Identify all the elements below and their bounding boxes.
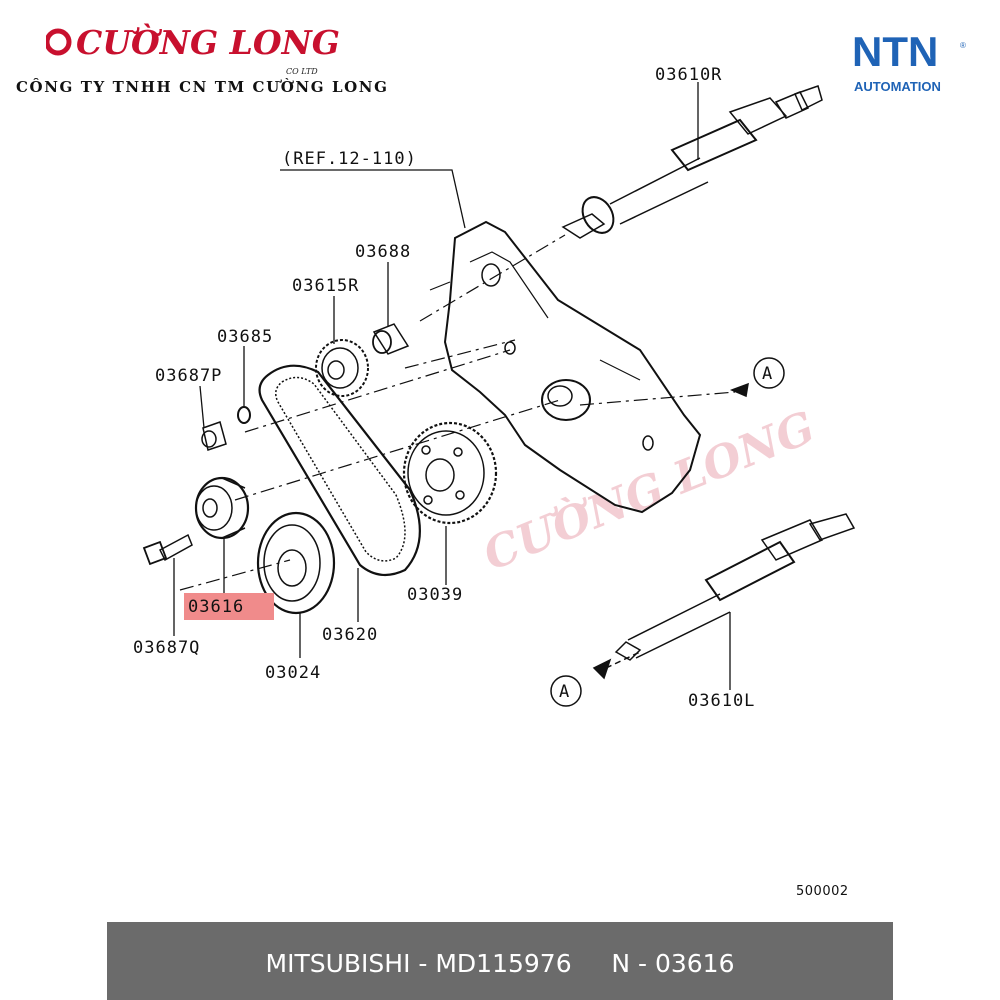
registered-mark: ® [960, 41, 966, 50]
highlight-box [184, 593, 274, 620]
label-03615R: 03615R [292, 276, 359, 296]
label-03687P: 03687P [155, 366, 222, 386]
part-labels: 03610R (REF.12-110) 03688 03615R 03685 0… [133, 65, 773, 711]
pulley-plate-03024 [256, 511, 336, 615]
bolt-03687P [201, 421, 227, 451]
view-marker-a-lower: A [559, 682, 570, 702]
label-03620: 03620 [322, 625, 378, 645]
logo-text: CƯỜNG LONG [76, 22, 340, 62]
tensioner-pulley-03616 [194, 476, 250, 540]
label-03610L: 03610L [688, 691, 755, 711]
label-03024: 03024 [265, 663, 321, 683]
logo-subtext: CO LTD [286, 67, 318, 76]
timing-belt-03620 [258, 364, 421, 577]
view-markers [550, 357, 785, 707]
balancer-shaft-right [561, 85, 823, 239]
footer-text: MITSUBISHI - MD115976 N - 03616 [265, 949, 735, 978]
cuong-long-logo: CƯỜNG LONG CO LTD [46, 22, 340, 76]
svg-text:CƯỜNG LONG: CƯỜNG LONG [476, 400, 822, 581]
label-03610R: 03610R [655, 65, 722, 85]
label-03039: 03039 [407, 585, 463, 605]
label-03688: 03688 [355, 242, 411, 262]
sprocket-03039 [402, 421, 498, 525]
company-name: CÔNG TY TNHH CN TM CƯỜNG LONG [16, 78, 389, 96]
ntn-automation-logo: NTN ® AUTOMATION [852, 30, 966, 94]
engine-housing [429, 220, 702, 514]
reference-label: (REF.12-110) [282, 149, 417, 169]
diagram-id: 500002 [796, 884, 849, 899]
collar-03688 [372, 323, 410, 355]
ntn-logo-subtext: AUTOMATION [854, 79, 941, 94]
ntn-logo-text: NTN [852, 30, 938, 75]
center-lines [179, 234, 736, 591]
bolt-03687Q [142, 533, 193, 566]
view-marker-a-upper: A [762, 364, 773, 384]
label-03616: 03616 [188, 597, 244, 617]
leader-lines [173, 82, 731, 690]
watermark: CƯỜNG LONG [476, 400, 822, 581]
sprocket-03615R [315, 339, 369, 397]
bearing-ring-icon [46, 28, 72, 56]
footer-bar: MITSUBISHI - MD115976 N - 03616 [107, 922, 893, 1000]
label-03687Q: 03687Q [133, 638, 200, 658]
balancer-shaft-left [614, 513, 856, 661]
label-03685: 03685 [217, 327, 273, 347]
washer-03685 [237, 406, 251, 424]
